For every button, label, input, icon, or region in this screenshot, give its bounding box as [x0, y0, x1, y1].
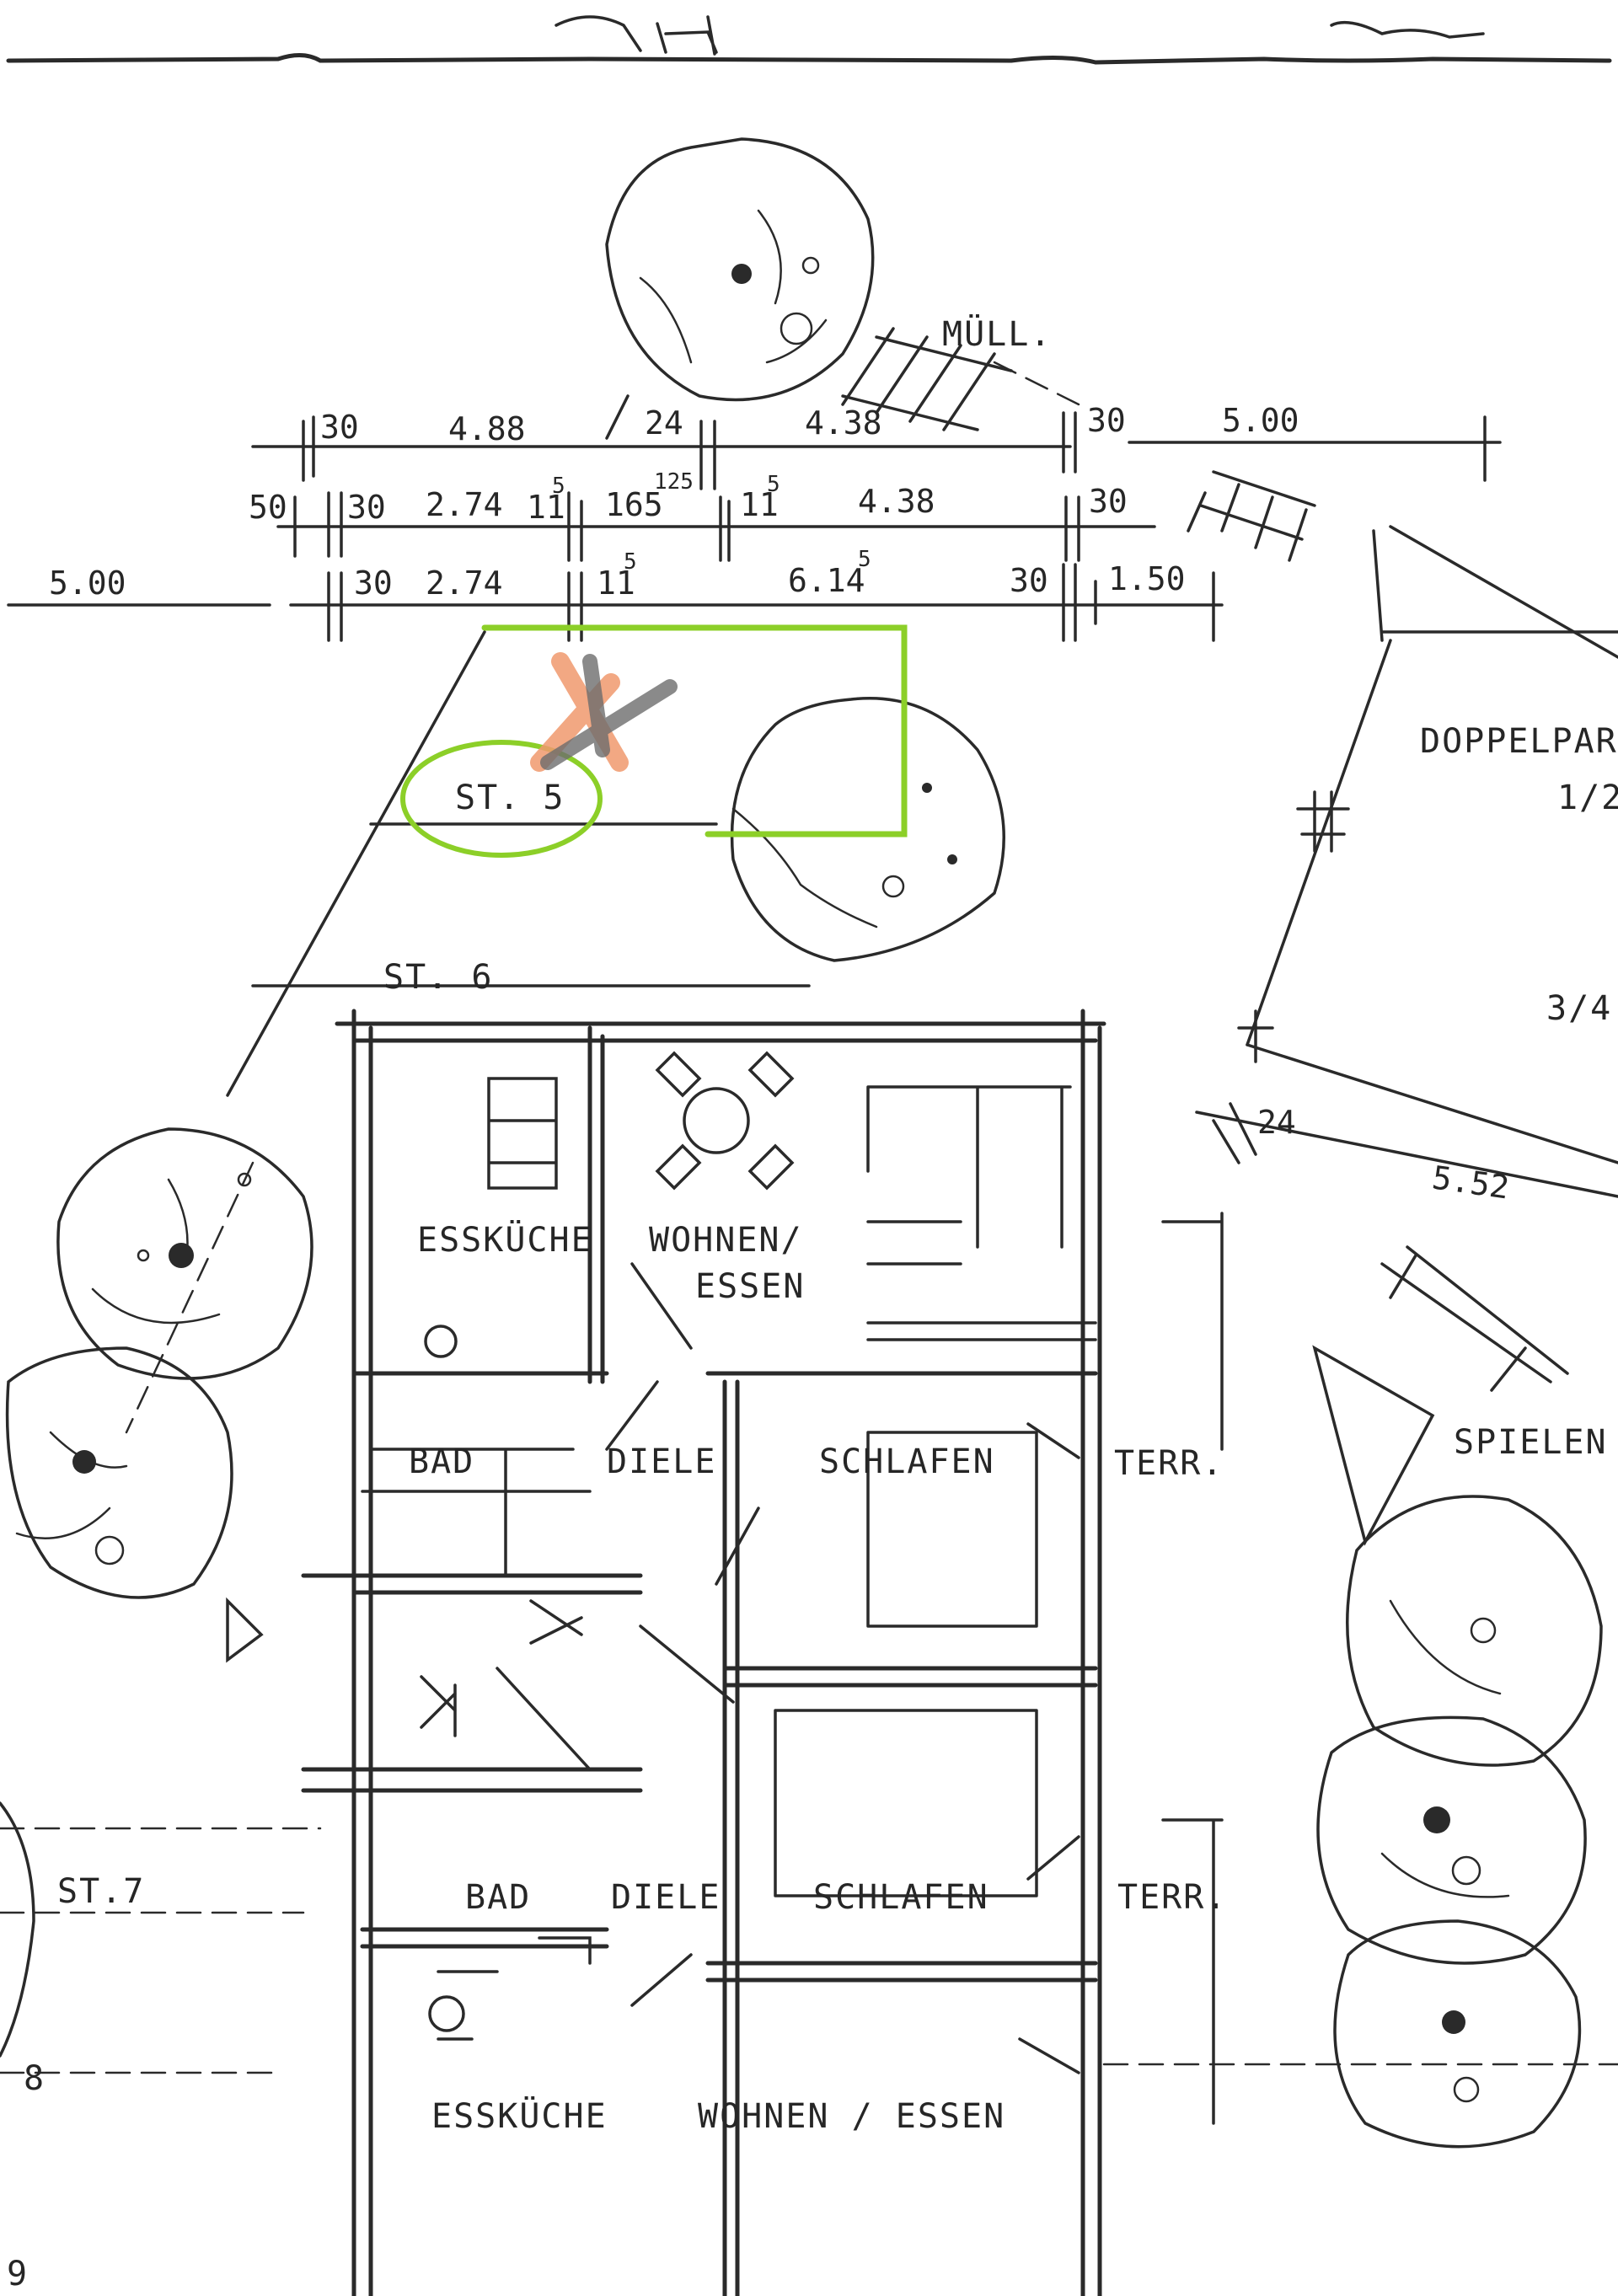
- dim-r1-c: 24: [645, 404, 683, 442]
- dim-r2-f: 11: [740, 486, 779, 523]
- dim-r3-e: 6.14: [788, 562, 865, 599]
- label-st6: ST. 6: [383, 958, 493, 997]
- label-muell: MÜLL.: [942, 313, 1052, 354]
- dim-r3-d-sup: 5: [624, 549, 637, 575]
- tree-left-lower: [5, 1346, 233, 1599]
- room-bad-lower: BAD: [465, 1878, 531, 1917]
- dim-r3-g: 1.50: [1108, 560, 1186, 597]
- label-park-1-2: 1/2: [1557, 779, 1618, 817]
- dim-r1-a: 30: [320, 409, 359, 446]
- label-spielen: SPIELEN: [1454, 1423, 1608, 1462]
- tree-left-edge: [0, 1801, 35, 2058]
- dim-r2-b: 30: [347, 489, 386, 526]
- dim-r3-d: 11: [597, 565, 635, 602]
- dim-r2-d-sup: 5: [552, 474, 565, 499]
- tree-top: [605, 137, 875, 402]
- room-esskueche-upper: ESSKÜCHE: [417, 1219, 593, 1260]
- room-esskueche-lower: ESSKÜCHE: [431, 2095, 608, 2136]
- building-plan: [0, 1009, 1618, 2296]
- dim-r3-f: 30: [1010, 562, 1048, 599]
- room-schlafen-lower: SCHLAFEN: [813, 1878, 989, 1917]
- dim-r2-h: 30: [1089, 483, 1128, 520]
- dim-r2-a: 50: [249, 489, 287, 526]
- label-st5: ST. 5: [455, 779, 565, 817]
- label-st7: ST.7: [57, 1872, 145, 1911]
- parcel-lines: [125, 630, 811, 1434]
- dim-r2-f-sup: 5: [767, 472, 780, 497]
- label-number-8: 8: [24, 2059, 46, 2098]
- dim-r2-c: 2.74: [426, 486, 503, 523]
- doppelpark-outline: [1187, 470, 1618, 1198]
- muell-structure: [841, 327, 1080, 431]
- trees-right-cluster: [1316, 1495, 1603, 2149]
- room-terr-lower: TERR.: [1117, 1878, 1227, 1917]
- room-wohnen-upper-line2: ESSEN: [695, 1267, 805, 1306]
- dim-r2-e: 165: [605, 486, 663, 523]
- dim-r3-b: 30: [354, 565, 393, 602]
- tree-st5: [730, 697, 1005, 962]
- dim-r2-g: 4.38: [858, 483, 935, 520]
- dim-r3-c: 2.74: [426, 565, 503, 602]
- dim-r2-d: 11: [527, 489, 565, 526]
- label-doppelpark: DOPPELPARK: [1420, 722, 1618, 761]
- cross-mark-icon: [530, 652, 678, 772]
- room-schlafen-upper: SCHLAFEN: [819, 1442, 995, 1481]
- dim-r3-a: 5.00: [49, 565, 126, 602]
- dim-r1-d: 4.38: [805, 404, 882, 442]
- top-edge-scribble: [6, 15, 1612, 65]
- room-diele-upper: DIELE: [607, 1442, 716, 1481]
- dimension-lines: [7, 394, 1502, 642]
- room-wohnen-upper-line1: WOHNEN/: [649, 1221, 803, 1260]
- spielen-area: [1312, 1245, 1569, 1546]
- dim-r3-e-sup: 5: [858, 547, 871, 572]
- room-diele-lower: DIELE: [611, 1878, 721, 1917]
- room-terr-upper: TERR.: [1114, 1444, 1224, 1483]
- dim-r1-e: 30: [1087, 402, 1126, 439]
- dim-park-b: 5.52: [1430, 1159, 1512, 1206]
- dim-r2-e-sup: 125: [654, 469, 694, 495]
- dim-r1-f: 5.00: [1222, 402, 1299, 439]
- room-wohnen-lower: WOHNEN / ESSEN: [698, 2097, 1005, 2136]
- highlight-parcel-st5: [400, 624, 908, 858]
- label-number-9: 9: [7, 2255, 29, 2293]
- dim-park-a: 24: [1257, 1104, 1296, 1141]
- dim-r1-b: 4.88: [448, 410, 526, 447]
- label-park-3-4: 3/4: [1546, 989, 1612, 1028]
- tree-left-upper: [56, 1127, 313, 1380]
- room-bad-upper: BAD: [409, 1442, 474, 1481]
